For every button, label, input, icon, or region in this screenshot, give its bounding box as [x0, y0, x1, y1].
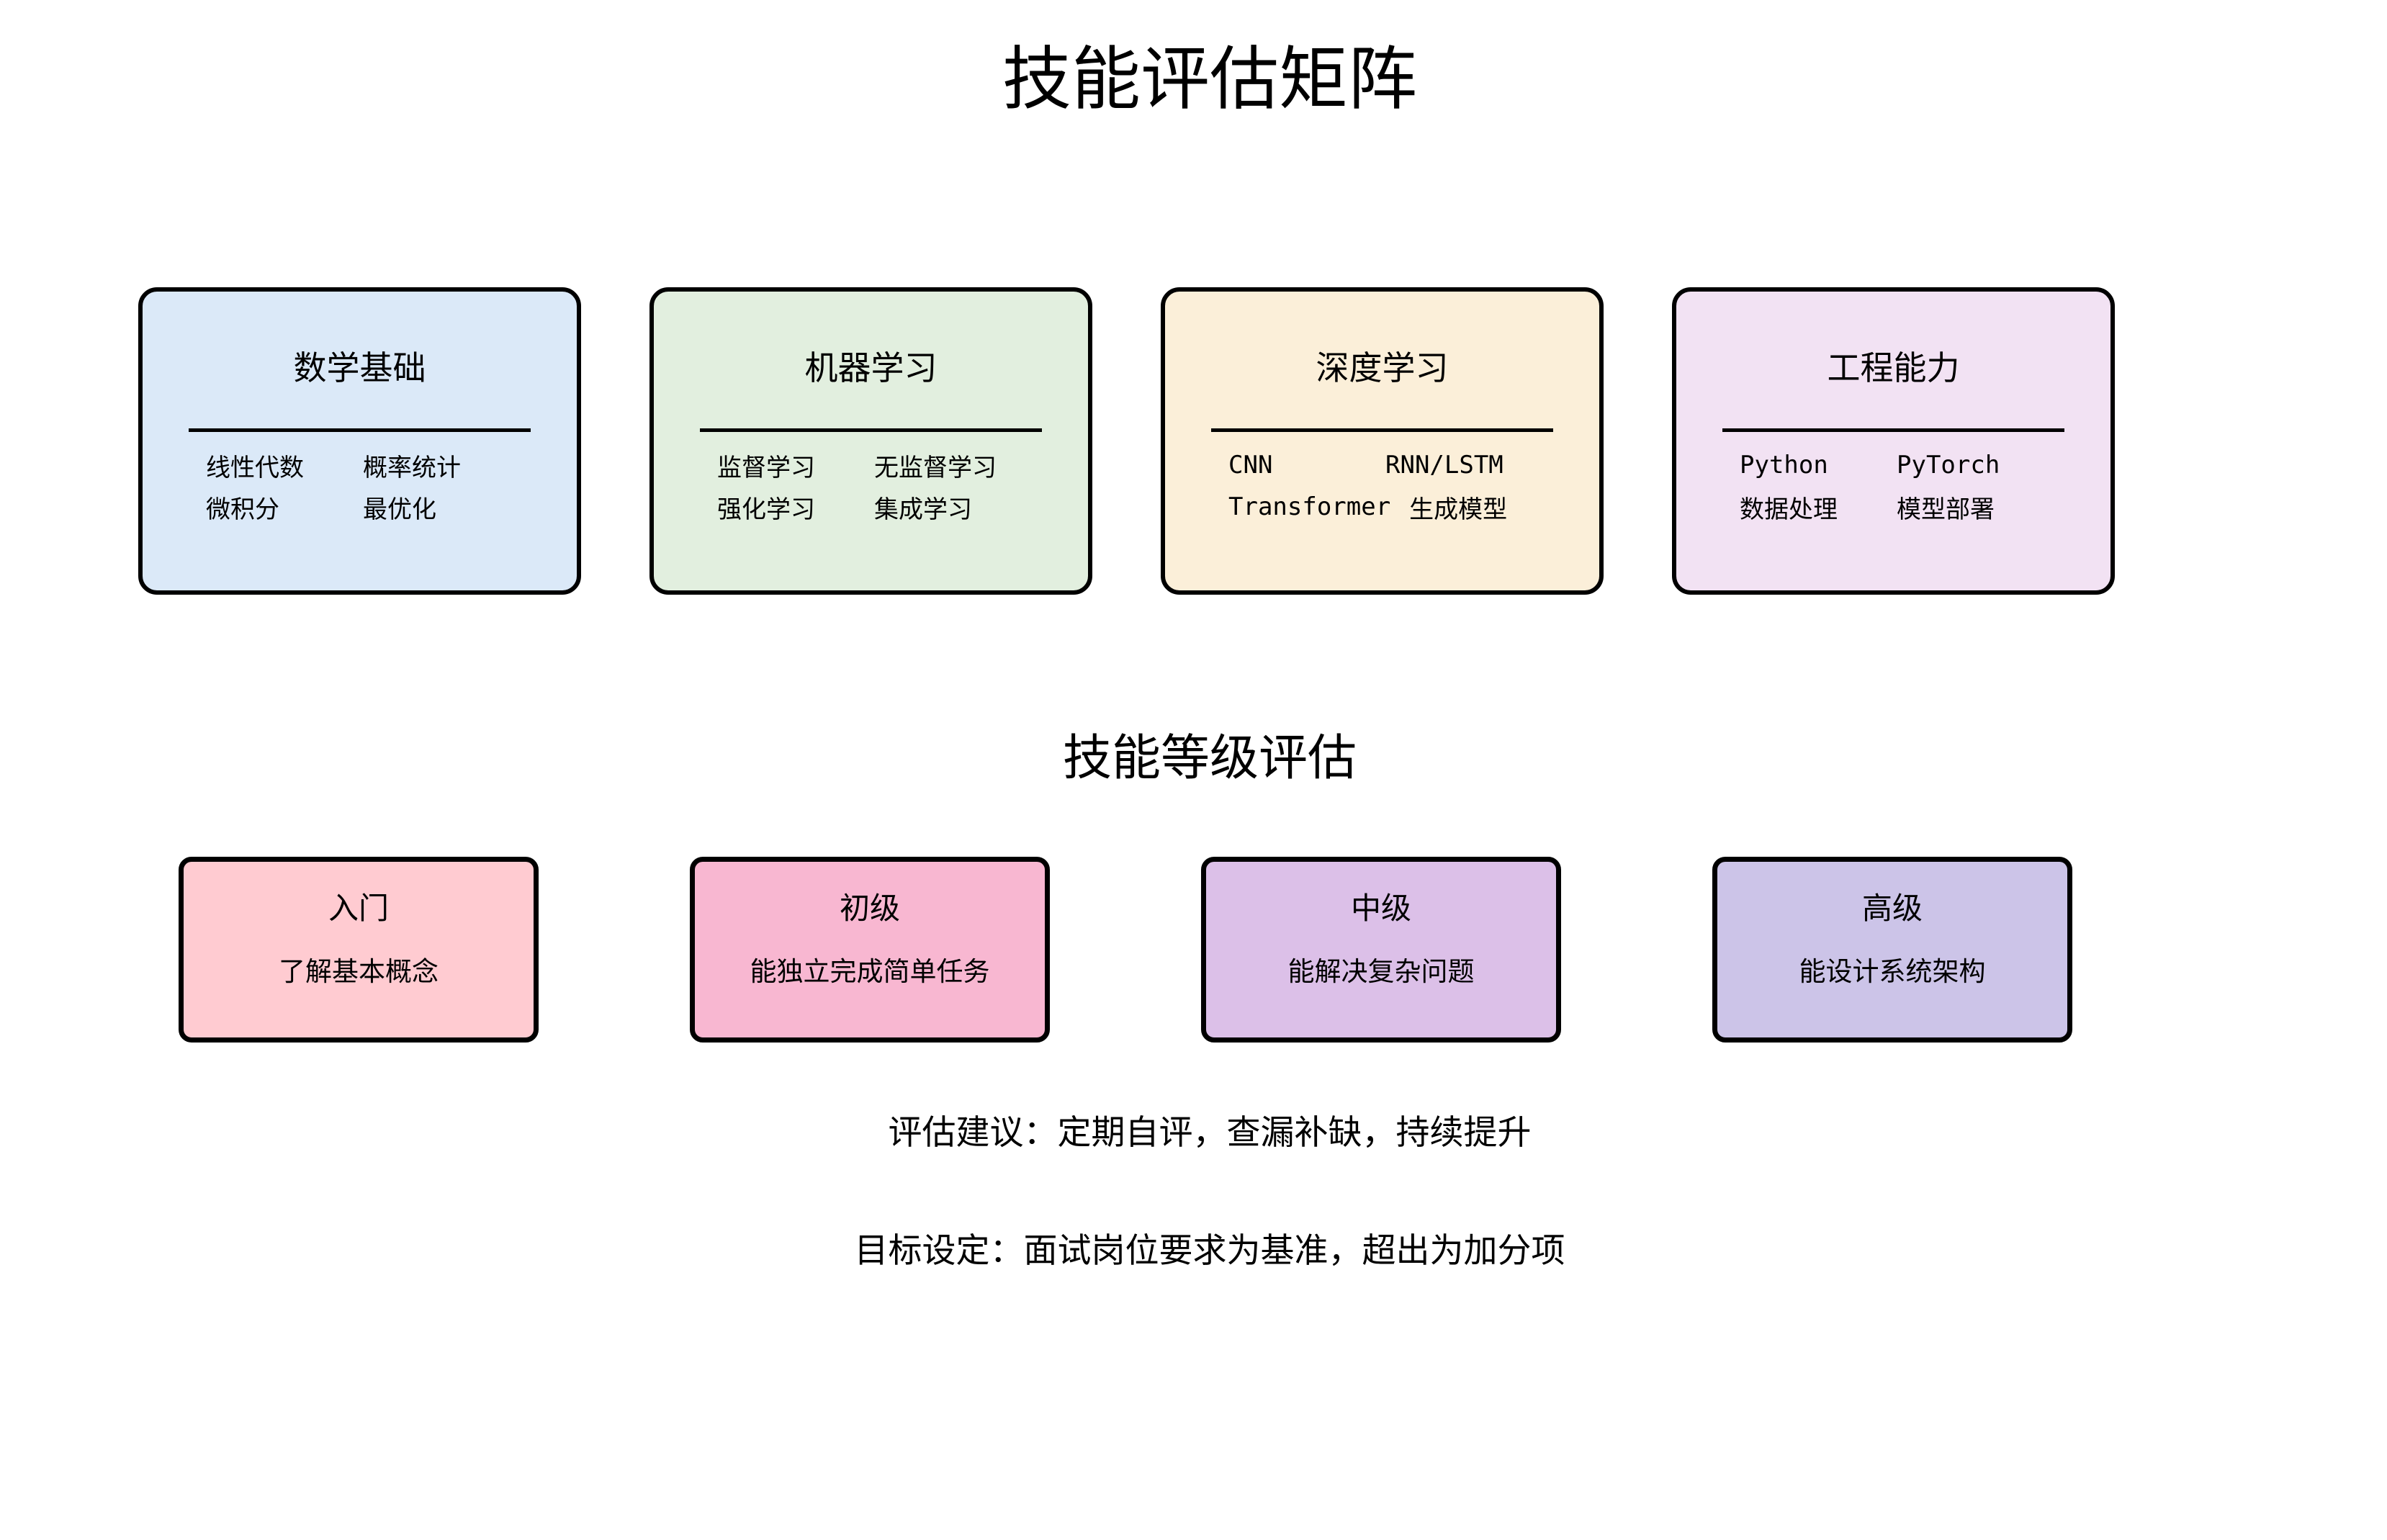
skill-item: Python: [1740, 451, 1828, 479]
skill-card-engineering: 工程能力 Python PyTorch 数据处理 模型部署: [1672, 287, 2115, 595]
skill-item: 模型部署: [1897, 495, 1995, 524]
skill-card-deep-learning: 深度学习 CNN RNN/LSTM Transformer 生成模型: [1161, 287, 1604, 595]
item-row: 微积分 最优化: [206, 486, 565, 528]
skill-item: RNN/LSTM: [1385, 451, 1503, 479]
level-description: 能解决复杂问题: [1287, 956, 1475, 987]
card-divider: [700, 428, 1042, 432]
skill-item: 概率统计: [363, 453, 461, 482]
card-divider: [1211, 428, 1553, 432]
item-row: Transformer 生成模型: [1228, 486, 1588, 528]
level-section-title: 技能等级评估: [1062, 730, 1357, 787]
skill-card-math: 数学基础 线性代数 概率统计 微积分 最优化: [138, 287, 581, 595]
level-card-beginner: 入门 了解基本概念: [179, 857, 539, 1043]
skill-card-machine-learning: 机器学习 监督学习 无监督学习 强化学习 集成学习: [649, 287, 1092, 595]
level-name: 高级: [1861, 891, 1923, 926]
level-card-junior: 初级 能独立完成简单任务: [690, 857, 1050, 1043]
card-divider: [1722, 428, 2064, 432]
skill-item: 无监督学习: [874, 453, 997, 482]
level-card-intermediate: 中级 能解决复杂问题: [1201, 857, 1561, 1043]
item-row: CNN RNN/LSTM: [1228, 444, 1588, 486]
skill-item: CNN: [1228, 451, 1273, 479]
skill-item: 最优化: [363, 495, 436, 524]
skill-card-title: 深度学习: [1316, 348, 1449, 387]
note-goal-setting: 目标设定：面试岗位要求为基准，超出为加分项: [854, 1231, 1565, 1271]
skill-card-items: Python PyTorch 数据处理 模型部署: [1740, 444, 2099, 528]
level-name: 入门: [328, 891, 389, 926]
note-assessment-advice: 评估建议：定期自评，查漏补缺，持续提升: [888, 1113, 1532, 1153]
skill-card-title: 工程能力: [1827, 348, 1960, 387]
skill-card-title: 数学基础: [293, 348, 426, 387]
skill-item: 数据处理: [1740, 495, 1838, 524]
skill-item: 强化学习: [717, 495, 815, 524]
skill-card-items: CNN RNN/LSTM Transformer 生成模型: [1228, 444, 1588, 528]
item-row: 强化学习 集成学习: [717, 486, 1076, 528]
item-row: 监督学习 无监督学习: [717, 444, 1076, 486]
skill-item: Transformer: [1228, 492, 1391, 521]
skill-item: 监督学习: [717, 453, 815, 482]
level-description: 了解基本概念: [279, 956, 439, 987]
item-row: 数据处理 模型部署: [1740, 486, 2099, 528]
level-card-senior: 高级 能设计系统架构: [1712, 857, 2072, 1043]
item-row: 线性代数 概率统计: [206, 444, 565, 486]
skill-item: 微积分: [206, 495, 279, 524]
skill-item: 集成学习: [874, 495, 972, 524]
skill-item: PyTorch: [1897, 451, 2000, 479]
skill-item: 生成模型: [1409, 495, 1508, 524]
page-title: 技能评估矩阵: [1002, 39, 1417, 120]
level-description: 能设计系统架构: [1799, 956, 1986, 987]
skill-card-items: 线性代数 概率统计 微积分 最优化: [206, 444, 565, 528]
level-description: 能独立完成简单任务: [750, 956, 990, 987]
item-row: Python PyTorch: [1740, 444, 2099, 486]
skill-card-items: 监督学习 无监督学习 强化学习 集成学习: [717, 444, 1076, 528]
skill-item: 线性代数: [206, 453, 304, 482]
card-divider: [189, 428, 531, 432]
level-name: 初级: [839, 891, 900, 926]
skill-card-title: 机器学习: [804, 348, 938, 387]
level-name: 中级: [1350, 891, 1411, 926]
